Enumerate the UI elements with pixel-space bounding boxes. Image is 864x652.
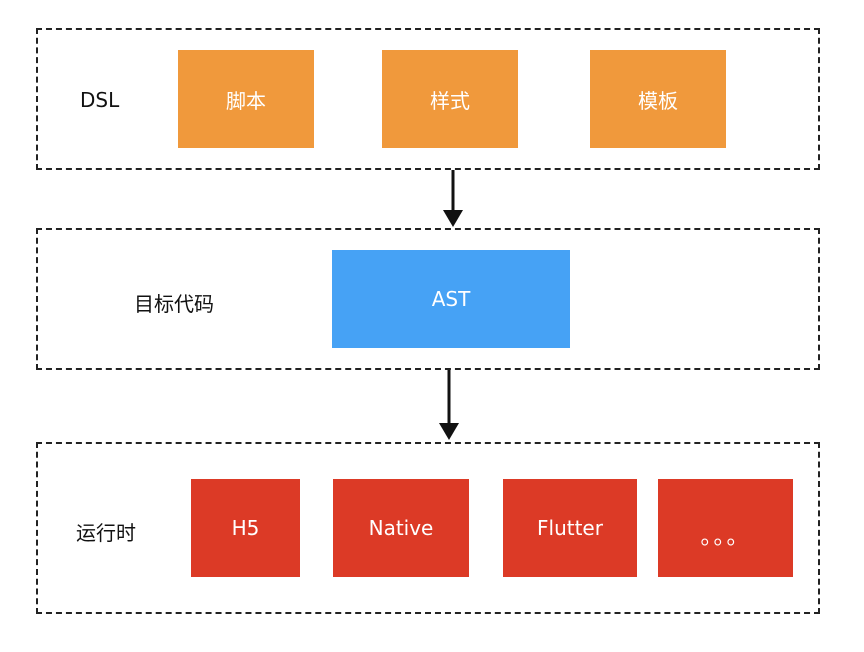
h5-box: H5 — [191, 479, 300, 577]
arrow-target-to-runtime — [439, 370, 459, 440]
template-box: 模板 — [590, 50, 726, 148]
runtime-layer-label: 运行时 — [76, 521, 136, 545]
runtime-layer — [36, 442, 820, 614]
arrow-dsl-to-target — [443, 170, 463, 227]
target-layer-label: 目标代码 — [134, 292, 214, 316]
script-box: 脚本 — [178, 50, 314, 148]
target-layer — [36, 228, 820, 370]
style-box: 样式 — [382, 50, 518, 148]
native-box: Native — [333, 479, 469, 577]
dsl-layer-label: DSL — [80, 88, 120, 112]
ast-box: AST — [332, 250, 570, 348]
flutter-box: Flutter — [503, 479, 637, 577]
more-box: 。。。 — [658, 479, 793, 577]
dsl-layer — [36, 28, 820, 170]
